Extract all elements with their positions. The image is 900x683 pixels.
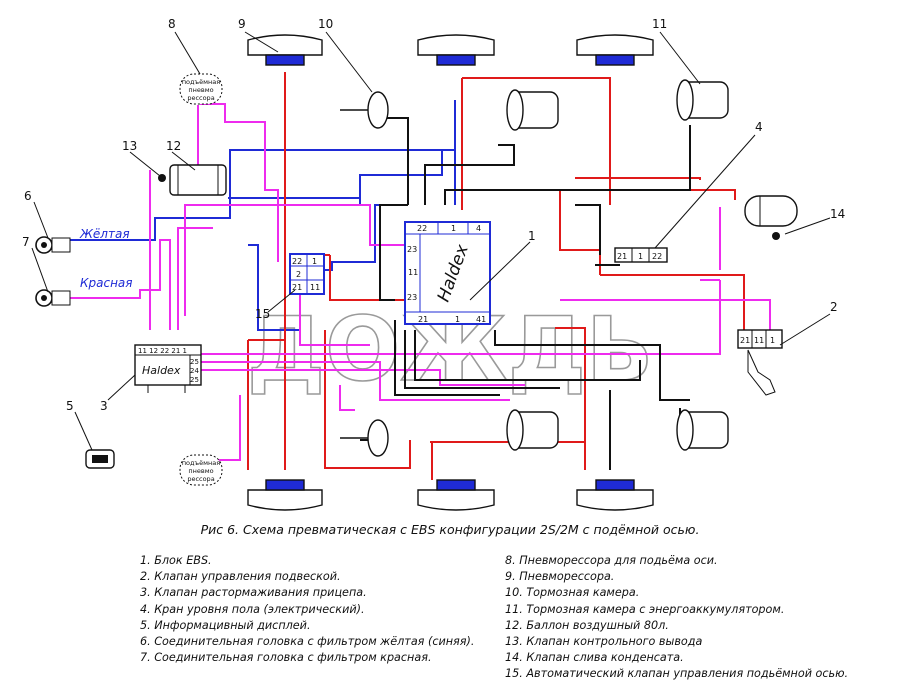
callouts: [31, 31, 831, 451]
coupling-head-yellow: Жёлтая: [35, 227, 130, 254]
callout-6: 6: [24, 189, 32, 203]
legend-item: 10. Тормозная камера.: [505, 586, 640, 600]
callout-8: 8: [168, 17, 176, 31]
coupling-yellow-label: Жёлтая: [79, 227, 130, 241]
callout-7: 7: [22, 235, 30, 249]
valve15-port-1: 1: [312, 257, 317, 266]
valve3-port-24: 24: [190, 367, 199, 375]
callout-5: 5: [66, 399, 74, 413]
legend-item: 13. Клапан контрольного вывода: [505, 635, 703, 649]
callout-15: 15: [255, 307, 270, 321]
valve15-port-21: 21: [292, 283, 302, 292]
valve3-brand-label: Haldex: [142, 364, 181, 377]
air-springs-bottom: [247, 479, 654, 511]
ebs-block: 22 1 4 23 11 23 21 1 41 Haldex: [404, 221, 491, 325]
floor-level-valve: 21 1 22: [614, 247, 668, 263]
legend-item: 2. Клапан управления подвеской.: [140, 570, 341, 584]
callout-13: 13: [122, 139, 137, 153]
legend-item: 3. Клапан растормаживания прицепа.: [140, 586, 367, 600]
legend-item: 15. Автоматический клапан управления под…: [505, 667, 849, 681]
legend-item: 11. Тормозная камера с энергоаккумулятор…: [505, 602, 785, 616]
legend-left: 1. Блок EBS. 2. Клапан управления подвес…: [140, 553, 474, 666]
pneumatic-diagram: ДОЖДЬ: [22, 17, 845, 511]
callout-9: 9: [238, 17, 246, 31]
legend-item: 12. Баллон воздушный 80л.: [505, 618, 669, 632]
air-springs-top: [247, 34, 654, 66]
callout-10: 10: [318, 17, 333, 31]
ebs-port-22: 22: [417, 224, 427, 233]
blue-lines: [56, 100, 456, 331]
info-display: [85, 449, 115, 469]
ebs-port-41: 41: [476, 315, 486, 324]
valve3-top-ports: 11 12 22 21 1: [138, 347, 187, 355]
valve4-port-1: 1: [638, 252, 643, 261]
valve2-port-11: 11: [754, 336, 764, 345]
ebs-port-23b: 23: [407, 293, 417, 302]
air-tank-right: [744, 195, 798, 240]
red-lines: [247, 72, 745, 480]
lift-axle-valve: 22 1 21 11 2: [289, 253, 325, 295]
valve3-port-25: 25: [190, 358, 199, 366]
callout-labels: 1 2 3 4 5 6 7 8 9 10 11 12 13 14 15: [22, 17, 845, 413]
air-tank-80l: [158, 164, 227, 196]
legend-item: 6. Соединительная головка с фильтром жёл…: [140, 635, 475, 649]
callout-2: 2: [830, 300, 838, 314]
legend-item: 4. Кран уровня пола (электрический).: [140, 602, 365, 616]
legend-right: 8. Пневморессора для подьёма оси. 9. Пне…: [505, 553, 848, 683]
legend-item: 1. Блок EBS.: [140, 554, 212, 567]
ebs-port-1: 1: [451, 224, 456, 233]
valve4-port-22: 22: [652, 252, 662, 261]
coupling-red-label: Красная: [80, 276, 133, 290]
callout-14: 14: [830, 207, 845, 221]
magenta-lines: [60, 103, 771, 461]
legend-item: 14. Клапан слива конденсата.: [505, 651, 684, 665]
callout-4: 4: [755, 120, 763, 134]
valve2-port-1: 1: [770, 336, 775, 345]
ebs-port-23a: 23: [407, 245, 417, 254]
valve15-port-2: 2: [296, 270, 301, 279]
valve15-port-22: 22: [292, 257, 302, 266]
callout-12: 12: [166, 139, 181, 153]
valve15-port-11: 11: [310, 283, 320, 292]
ebs-port-21: 21: [418, 315, 428, 324]
ebs-port-1b: 1: [455, 315, 460, 324]
brake-chambers: [340, 79, 729, 457]
legend-item: 8. Пневморессора для подьёма оси.: [505, 554, 718, 567]
callout-3: 3: [100, 399, 108, 413]
valve3-port-25b: 25: [190, 376, 199, 384]
figure-caption: Рис 6. Схема превматическая с EBS конфиг…: [200, 522, 700, 537]
black-lines: [360, 117, 691, 470]
valve2-port-21: 21: [740, 336, 750, 345]
suspension-valve: 21 11 1: [737, 329, 783, 396]
valve4-port-21: 21: [617, 252, 627, 261]
ebs-port-4: 4: [476, 224, 481, 233]
trailer-release-valve: 11 12 22 21 1 25 24 25 Haldex: [134, 344, 202, 393]
legend-item: 5. Информацивный дисплей.: [140, 618, 311, 632]
legend-item: 9. Пневморессора.: [505, 570, 615, 584]
ebs-port-11: 11: [408, 268, 418, 277]
callout-1: 1: [528, 229, 536, 243]
coupling-head-red: Красная: [35, 276, 133, 307]
legend-item: 7. Соединительная головка с фильтром кра…: [140, 651, 432, 665]
callout-11: 11: [652, 17, 667, 31]
